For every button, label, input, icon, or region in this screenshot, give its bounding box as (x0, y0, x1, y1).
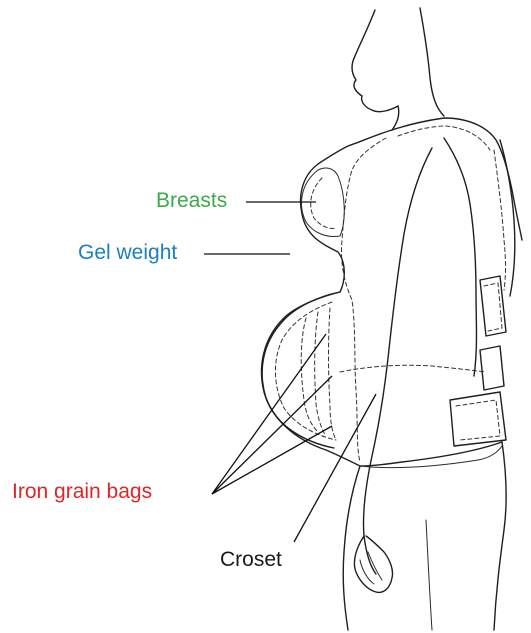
gel-pouch-2 (315, 312, 326, 436)
iron-bag-leader-2 (212, 376, 332, 494)
strap-back-lower-inner (456, 400, 500, 440)
neck-front (392, 106, 399, 130)
hip-back (494, 442, 506, 630)
strap-back-mid (480, 346, 504, 390)
croset-label: Croset (220, 548, 282, 572)
vest-outline (262, 130, 502, 466)
vest-inner-seam (341, 138, 386, 462)
back-line (500, 140, 515, 296)
arm-front (363, 148, 432, 574)
back-of-head (420, 8, 444, 116)
iron-grain-bags-label: Iron grain bags (12, 480, 152, 504)
iron-bag-leader-1 (212, 334, 326, 494)
strap-back-upper-inner (484, 283, 502, 331)
gel-pouch-3 (329, 308, 337, 440)
iron-bag-leader-3 (212, 426, 332, 494)
breast-pad-dash (311, 178, 336, 229)
head-outline (352, 10, 398, 112)
gel-weight-label: Gel weight (78, 241, 177, 265)
arm-back (444, 138, 477, 376)
breasts-label: Breasts (156, 189, 227, 213)
back-strap-stitch (494, 150, 506, 290)
hand-fingers (360, 552, 382, 584)
leg-inner (426, 520, 432, 630)
belly-band (340, 365, 486, 372)
belly-inner-dash (275, 302, 336, 440)
